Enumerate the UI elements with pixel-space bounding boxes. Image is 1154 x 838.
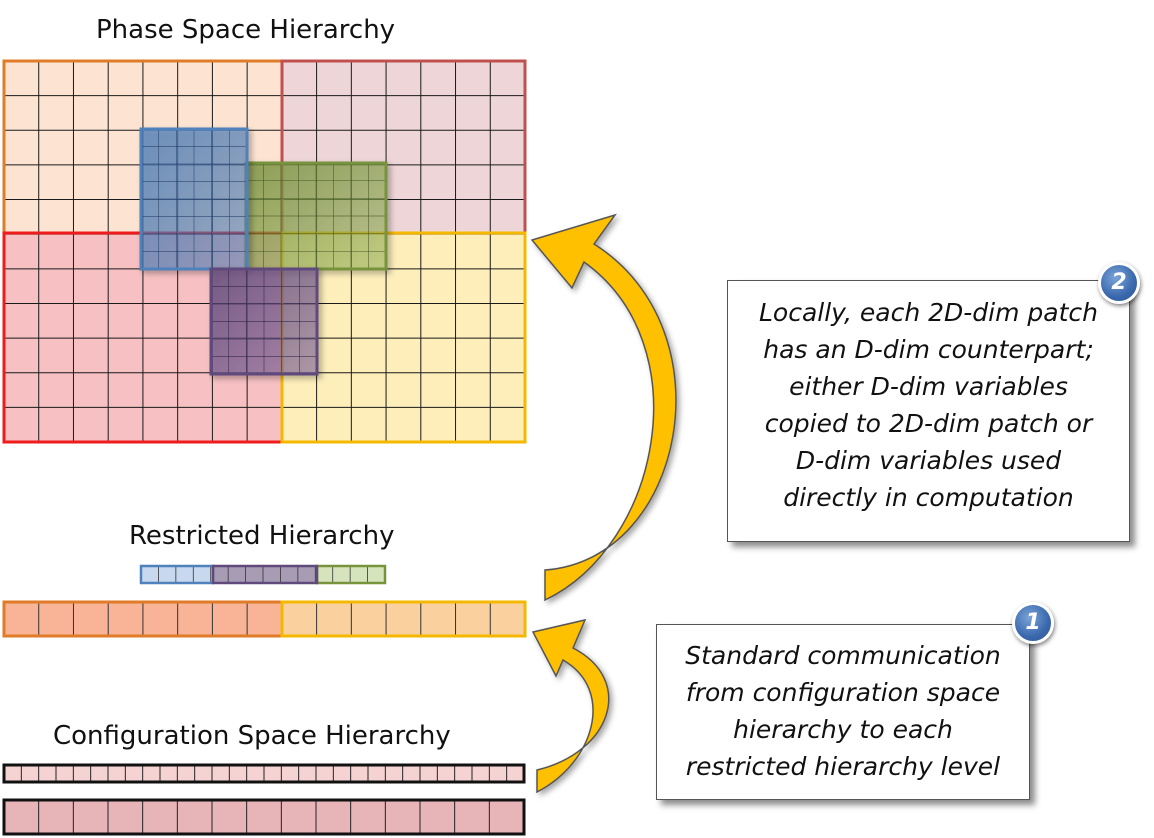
note-2-badge: 2 <box>1098 262 1140 304</box>
phase-space-title: Phase Space Hierarchy <box>96 15 396 45</box>
restricted-strip <box>2 600 527 638</box>
overlay-patch-blue <box>139 127 249 271</box>
small-curved-arrow <box>531 618 610 794</box>
note-1-line: hierarchy to each <box>733 715 953 744</box>
configuration-space-title: Configuration Space Hierarchy <box>53 721 451 751</box>
large-curved-arrow <box>530 213 677 602</box>
restricted-hierarchy-title: Restricted Hierarchy <box>129 521 395 551</box>
note-2-line: copied to 2D-dim patch or <box>764 409 1093 438</box>
note-1-line: Standard communication <box>685 641 1001 670</box>
note-2-line: D-dim variables used <box>795 446 1062 475</box>
note-2-line: has an D-dim counterpart; <box>763 335 1094 364</box>
note-1-line: restricted hierarchy level <box>685 752 1001 781</box>
overlay-patches <box>139 127 388 376</box>
note-1-line: from configuration space <box>685 678 1001 707</box>
overlay-patch-purple <box>209 267 319 376</box>
note-1-badge: 1 <box>1012 602 1054 644</box>
note-2-line: directly in computation <box>783 483 1074 512</box>
note-2-line: Locally, each 2D-dim patch <box>758 298 1099 327</box>
overlay-patch-green <box>244 161 388 271</box>
configuration-strips <box>2 763 526 836</box>
note-2: Locally, each 2D-dim patch has an D-dim … <box>727 280 1130 542</box>
note-1: Standard communication from configuratio… <box>656 624 1030 800</box>
restricted-small-strip <box>139 564 387 585</box>
note-2-line: either D-dim variables <box>789 372 1068 401</box>
phase-space-grid <box>2 59 527 444</box>
